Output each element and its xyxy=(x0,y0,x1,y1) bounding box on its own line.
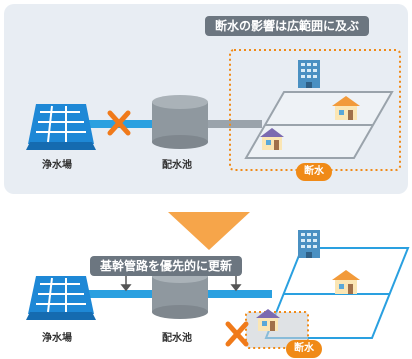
bottom-pipe-plant-to-reservoir xyxy=(88,290,160,298)
bottom-reservoir-tank-icon xyxy=(152,269,208,319)
bottom-pipe-reservoir-to-area xyxy=(202,290,272,298)
top-cross-icon xyxy=(107,110,131,136)
bottom-building-icon xyxy=(298,230,320,258)
bottom-outage-tag: 断水 xyxy=(286,340,322,358)
top-solar-panel-icon xyxy=(26,104,96,150)
bottom-house-icon-left xyxy=(256,309,280,331)
top-panel-title: 断水の影響は広範囲に及ぶ xyxy=(205,16,370,36)
top-outage-area xyxy=(229,49,401,171)
top-house-icon-right xyxy=(332,96,360,120)
top-water-plant-label: 浄水場 xyxy=(42,160,72,171)
top-house-icon-left xyxy=(260,128,284,150)
top-pipe-reservoir-to-area xyxy=(202,120,262,128)
top-building-icon xyxy=(298,60,320,88)
bottom-reservoir-label: 配水池 xyxy=(162,333,192,344)
bottom-house-icon-right xyxy=(332,270,360,294)
bottom-panel-title: 基幹管路を優先的に更新 xyxy=(90,256,243,276)
top-pipe-plant-to-reservoir xyxy=(88,120,160,128)
bottom-title-pointers xyxy=(120,276,242,292)
bottom-cross-icon xyxy=(225,321,249,347)
down-arrow-icon xyxy=(168,212,250,250)
bottom-water-plant-label: 浄水場 xyxy=(42,333,72,344)
top-outage-tag: 断水 xyxy=(296,163,332,181)
top-reservoir-label: 配水池 xyxy=(162,160,192,171)
bottom-solar-panel-icon xyxy=(26,276,96,320)
top-reservoir-tank-icon xyxy=(152,95,208,149)
